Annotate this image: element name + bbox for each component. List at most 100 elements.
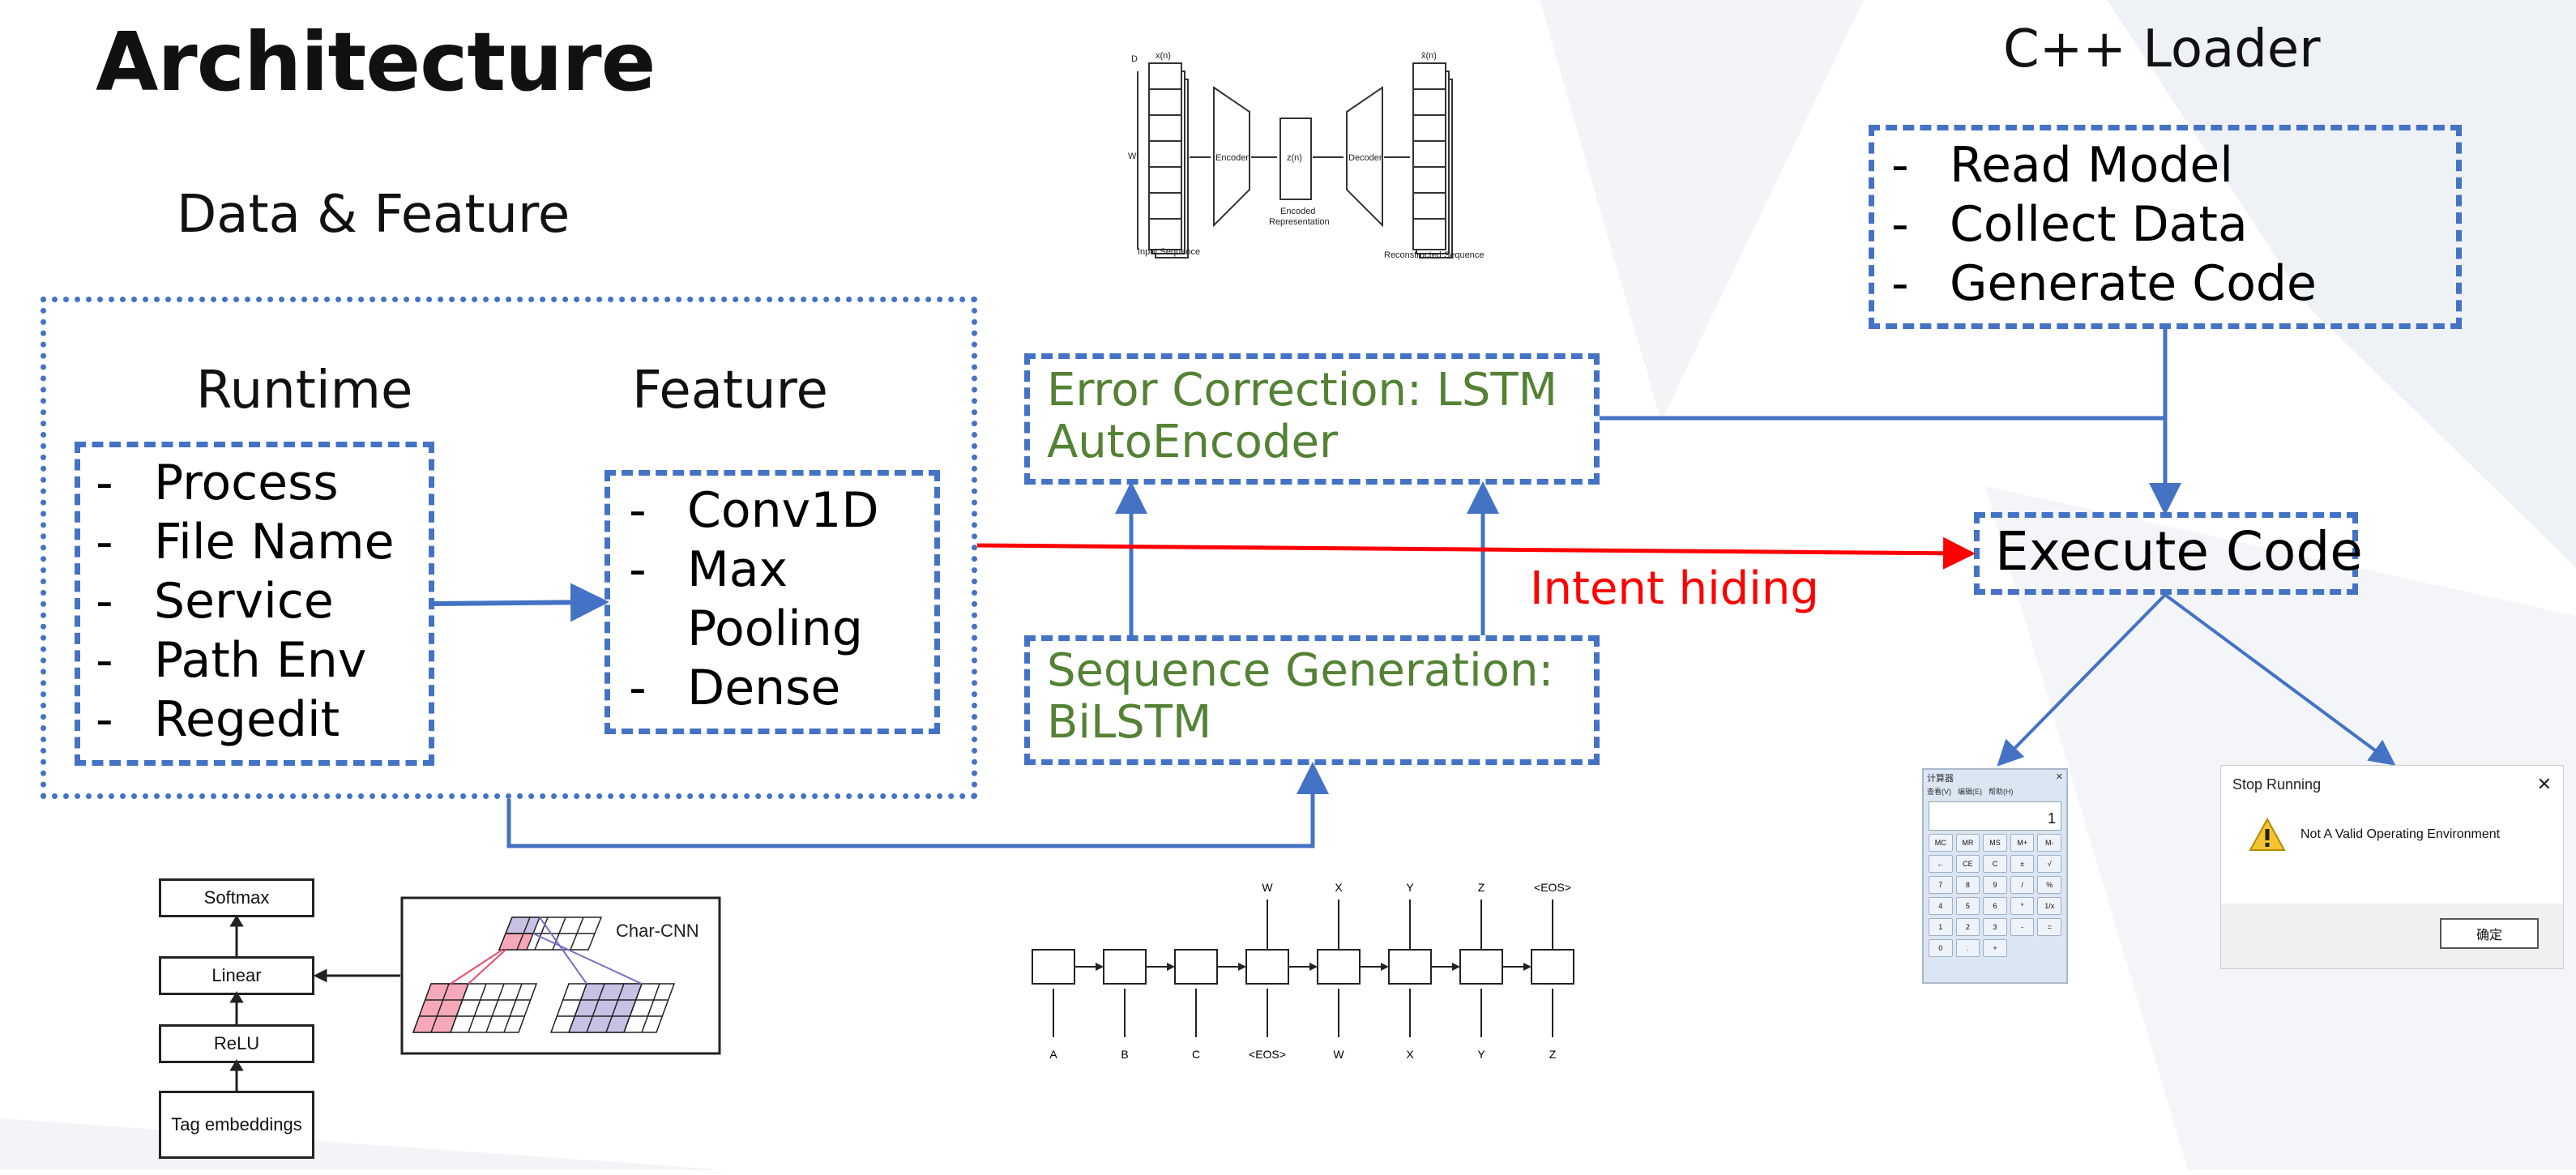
calculator-key[interactable]: ± <box>2010 855 2035 873</box>
arrow-head <box>1167 963 1175 971</box>
calculator-key[interactable]: C <box>1983 855 2007 873</box>
output-token-label: W <box>1262 881 1273 894</box>
svg-text:D: D <box>1131 54 1138 64</box>
input-token-label: W <box>1333 1048 1344 1061</box>
calculator-key[interactable]: MS <box>1983 834 2007 852</box>
svg-text:Encoder: Encoder <box>1215 153 1249 163</box>
runtime-to-feature-arrow <box>434 583 609 622</box>
cpp-loader-list: -Read Model -Collect Data -Generate Code <box>1891 136 2317 314</box>
list-item: -Regedit <box>96 691 340 748</box>
calculator-key[interactable]: M+ <box>2010 834 2035 852</box>
calculator-key[interactable]: 4 <box>1929 897 1953 915</box>
calculator-key[interactable]: / <box>2010 876 2035 894</box>
calculator-key[interactable]: % <box>2037 876 2061 894</box>
stop-running-dialog: Stop Running ✕ Not A Valid Operating Env… <box>2220 765 2564 969</box>
arrow-head <box>1096 963 1104 971</box>
execute-to-calculator-arrow <box>1997 593 2167 767</box>
svg-text:W: W <box>1128 152 1137 161</box>
lstm-cell <box>1032 949 1075 985</box>
svg-text:z(n): z(n) <box>1287 153 1302 163</box>
calculator-key[interactable]: 1 <box>1929 918 1953 936</box>
svg-text:Decoder: Decoder <box>1348 153 1382 163</box>
calculator-key[interactable]: 8 <box>1955 876 1980 894</box>
calculator-key[interactable]: M- <box>2037 834 2061 852</box>
lstm-cell <box>1317 949 1361 985</box>
runtime-list: -Process -File Name -Service -Path Env -… <box>96 454 394 750</box>
data-feature-container <box>41 297 977 799</box>
calculator-key[interactable]: . <box>1955 939 1980 957</box>
calculator-title: 计算器 <box>1927 774 1954 784</box>
calculator-key[interactable]: * <box>2010 897 2035 915</box>
data-to-seqgen-arrow <box>506 762 1329 848</box>
calculator-key[interactable]: 5 <box>1955 897 1980 915</box>
svg-text:Representation: Representation <box>1269 217 1330 227</box>
cpp-loader-heading: C++ Loader <box>2003 19 2321 79</box>
output-token-label: Z <box>1478 881 1485 894</box>
arrow-head <box>1238 963 1246 971</box>
calculator-key[interactable]: MR <box>1955 834 1980 852</box>
page-title: Architecture <box>96 15 656 109</box>
list-item: -Service <box>96 573 334 630</box>
calculator-key[interactable]: 6 <box>1983 897 2007 915</box>
input-token-label: Y <box>1477 1048 1485 1061</box>
calculator-key[interactable]: √ <box>2037 855 2061 873</box>
calculator-key[interactable]: = <box>2037 918 2061 936</box>
input-token-label: B <box>1121 1048 1128 1061</box>
calculator-key[interactable]: 0 <box>1929 939 1953 957</box>
calculator-key[interactable]: MC <box>1929 834 1953 852</box>
output-token-label: Y <box>1406 881 1414 894</box>
arrow-head <box>1452 963 1460 971</box>
list-item: -Collect Data <box>1891 196 2248 253</box>
tag-embeddings-box: Tag embeddings <box>159 1091 314 1159</box>
calculator-menu-help[interactable]: 帮助(H) <box>1989 788 2014 796</box>
data-feature-heading: Data & Feature <box>177 185 570 245</box>
dialog-body: Not A Valid Operating Environment <box>2221 803 2563 866</box>
calculator-key[interactable]: ← <box>1929 855 1953 873</box>
list-item: -Process <box>96 455 339 511</box>
calculator-key[interactable]: 1/x <box>2037 897 2061 915</box>
svg-text:x̂(n): x̂(n) <box>1421 51 1437 61</box>
calculator-key[interactable]: 2 <box>1955 918 1980 936</box>
ok-button[interactable]: 确定 <box>2440 918 2539 949</box>
input-token-label: <EOS> <box>1249 1048 1286 1061</box>
list-item: -Dense <box>629 660 841 716</box>
autoencoder-figure: D x(n) W Encoder z(n) Decoder x̂(n) Inpu… <box>1128 51 1485 260</box>
calculator-display: 1 <box>1929 801 2061 831</box>
calculator-menu-edit[interactable]: 编辑(E) <box>1958 788 1982 796</box>
dialog-message: Not A Valid Operating Environment <box>2300 827 2501 841</box>
calculator-key[interactable]: - <box>2010 918 2035 936</box>
dialog-footer: 确定 <box>2221 904 2563 968</box>
calculator-key[interactable]: CE <box>1955 855 1980 873</box>
calculator-menu-view[interactable]: 查看(V) <box>1927 788 1951 796</box>
close-icon[interactable]: ✕ <box>2536 774 2552 794</box>
runtime-box <box>75 442 434 766</box>
lstm-cell <box>1245 949 1289 985</box>
output-token-label: X <box>1335 881 1343 894</box>
list-item: -Path Env <box>96 632 367 689</box>
list-item: -Generate Code <box>1891 255 2317 312</box>
lstm-cell <box>1531 949 1574 985</box>
cpp-loader-box <box>1869 125 2462 329</box>
calculator-key[interactable]: 3 <box>1983 918 2007 936</box>
calculator-window-controls[interactable]: ✕ <box>2055 772 2063 782</box>
list-item: -Max Pooling <box>629 541 863 657</box>
warning-icon <box>2249 818 2286 851</box>
svg-text:Input Sequence: Input Sequence <box>1138 247 1200 257</box>
lstm-cell <box>1459 949 1503 985</box>
svg-text:Char-CNN: Char-CNN <box>616 921 699 941</box>
calculator-key[interactable]: + <box>1983 939 2007 957</box>
execute-code-label: Execute Code <box>1995 520 2363 583</box>
calculator-menu: 查看(V) 编辑(E) 帮助(H) <box>1924 786 2066 797</box>
arrow-head <box>1523 963 1532 971</box>
input-token-label: A <box>1049 1048 1057 1061</box>
list-item: -Read Model <box>1891 137 2233 194</box>
list-item: -File Name <box>96 514 395 570</box>
sequence-generation-label: Sequence Generation: BiLSTM <box>1047 644 1554 749</box>
calculator-key[interactable]: 9 <box>1983 876 2007 894</box>
calculator-titlebar: 计算器 ✕ <box>1924 770 2066 786</box>
charcnn-figure: Char-CNN <box>229 896 721 1091</box>
calculator-key[interactable]: 7 <box>1929 876 1953 894</box>
